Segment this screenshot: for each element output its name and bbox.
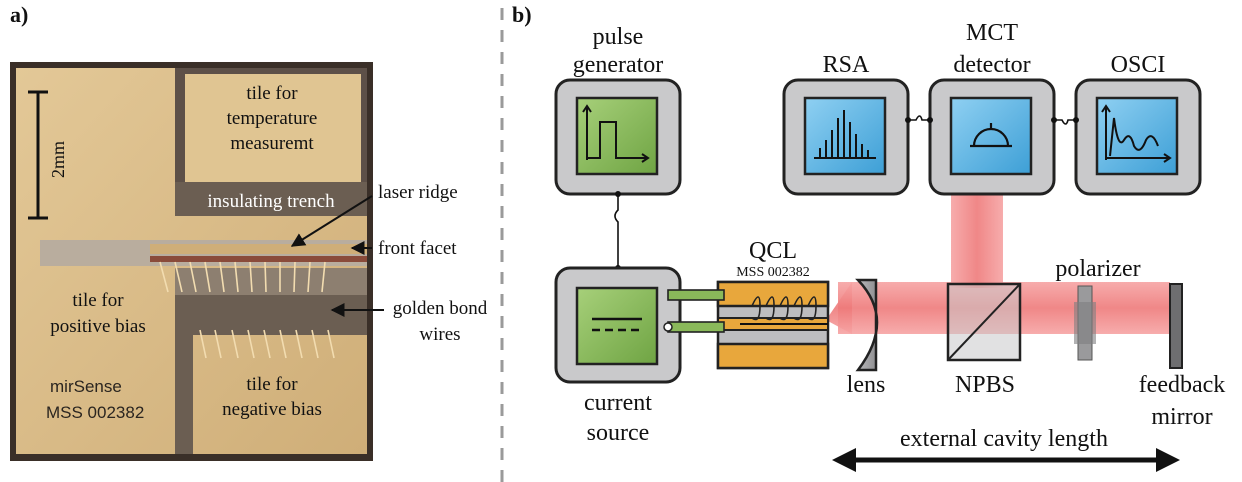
svg-text:tile for: tile for xyxy=(72,290,124,311)
cavity-length-label: external cavity length xyxy=(900,426,1108,452)
qcl-serial-label: MSS 002382 xyxy=(736,265,810,280)
bond-wires-label: golden bond wires xyxy=(393,298,488,345)
pulse-generator-label: pulse generator xyxy=(573,24,664,78)
connector-dot xyxy=(663,322,673,332)
insulating-trench-label: insulating trench xyxy=(207,191,335,212)
signal-cables xyxy=(908,115,1076,125)
qcl-label: QCL xyxy=(749,238,797,264)
current-source-label: current source xyxy=(584,390,652,446)
feedback-mirror-label: feedback mirror xyxy=(1139,372,1226,430)
npbs-label: NPBS xyxy=(955,372,1015,398)
insulating-trench xyxy=(175,182,367,216)
svg-text:mirror: mirror xyxy=(1151,404,1212,430)
pulse-axis-icon xyxy=(582,104,592,160)
connector-dot xyxy=(1051,117,1057,123)
feedback-mirror-shape xyxy=(1169,283,1183,369)
negative-tile-border xyxy=(175,335,193,454)
front-facet-label: front facet xyxy=(378,238,457,259)
bond-field-upper xyxy=(175,268,367,295)
svg-text:golden bond: golden bond xyxy=(393,298,488,319)
qcl-mount xyxy=(716,280,830,370)
mct-detector-box xyxy=(928,78,1056,196)
bond-field-dark xyxy=(175,295,367,335)
svg-text:wires: wires xyxy=(419,324,460,345)
svg-text:mirSense: mirSense xyxy=(50,377,122,396)
svg-text:detector: detector xyxy=(953,52,1030,78)
npbs-cube xyxy=(946,282,1022,362)
panel-b-label: b) xyxy=(512,2,532,27)
negative-lead xyxy=(667,321,725,333)
osci-label: OSCI xyxy=(1111,52,1166,78)
spectrum-icon xyxy=(814,110,876,159)
svg-text:MCT: MCT xyxy=(966,20,1018,46)
callout-arrows xyxy=(290,195,384,317)
connector-dot xyxy=(1073,117,1079,123)
svg-text:pulse: pulse xyxy=(593,24,644,50)
osci-axes-icon xyxy=(1101,104,1172,163)
positive-lead xyxy=(667,289,725,301)
laser-beam-vertical xyxy=(951,188,1003,288)
polarizer-label: polarizer xyxy=(1055,256,1140,282)
svg-text:measuremt: measuremt xyxy=(230,133,314,154)
trigger-cable xyxy=(614,194,619,268)
svg-text:MSS 002382: MSS 002382 xyxy=(46,403,144,422)
svg-text:source: source xyxy=(587,420,650,446)
tile-positive-label: tile for positive bias xyxy=(50,290,146,337)
cavity-length-arrow xyxy=(832,448,1180,472)
rsa-label: RSA xyxy=(823,52,870,78)
mct-detector-label: MCT detector xyxy=(953,20,1030,78)
svg-text:negative bias: negative bias xyxy=(222,399,322,420)
ridge-band xyxy=(150,244,367,254)
tile-negative-label: tile for negative bias xyxy=(222,374,322,420)
laser-ridge xyxy=(150,256,367,262)
svg-text:feedback: feedback xyxy=(1139,372,1226,398)
svg-text:tile for: tile for xyxy=(246,374,298,395)
rsa-box xyxy=(782,78,910,196)
bond-wires xyxy=(159,261,335,359)
svg-text:tile for: tile for xyxy=(246,83,298,104)
detector-icon xyxy=(970,123,1012,148)
osci-box xyxy=(1074,78,1202,196)
laser-ridge-label: laser ridge xyxy=(378,182,458,203)
svg-text:positive bias: positive bias xyxy=(50,316,146,337)
current-source-box xyxy=(554,266,682,384)
pulse-waveform-icon xyxy=(587,121,650,163)
svg-text:current: current xyxy=(584,390,652,416)
polarizer-plate xyxy=(1074,285,1096,361)
svg-text:generator: generator xyxy=(573,52,664,78)
chip-photo: 2mm xyxy=(10,62,373,461)
scale-label: 2mm xyxy=(48,141,68,178)
laser-beam-cone xyxy=(826,282,852,334)
connector-dot xyxy=(905,117,911,123)
temperature-tile xyxy=(185,74,361,182)
bond-wire-coils xyxy=(751,296,817,321)
svg-text:temperature: temperature xyxy=(227,108,318,129)
pulse-generator-box xyxy=(554,78,682,196)
lens-shape xyxy=(855,278,879,372)
laser-ridge-arrow xyxy=(290,195,373,247)
chip-marking: mirSense MSS 002382 xyxy=(46,377,144,422)
tile-temperature-label: tile for temperature measuremt xyxy=(227,83,318,154)
panel-a-label: a) xyxy=(10,2,28,27)
osci-waveform-icon xyxy=(1109,117,1159,157)
scale-bar xyxy=(28,90,48,220)
connector-dot xyxy=(927,117,933,123)
connector-dot xyxy=(615,191,621,197)
lens-label: lens xyxy=(847,372,886,398)
